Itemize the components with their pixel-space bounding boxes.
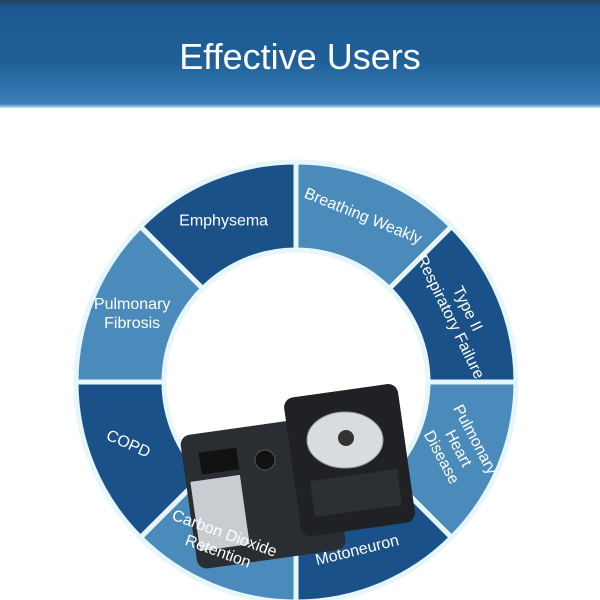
page-title: Effective Users <box>179 36 421 77</box>
segment-label-line: Fibrosis <box>104 315 160 332</box>
segment-label: Emphysema <box>179 212 268 229</box>
ventilator-device-image <box>180 384 415 569</box>
segment-label-line: Pulmonary <box>94 296 170 313</box>
ring-segment <box>73 222 207 385</box>
segment-label-line: Emphysema <box>179 212 268 229</box>
header-banner: Effective Users <box>0 0 600 108</box>
